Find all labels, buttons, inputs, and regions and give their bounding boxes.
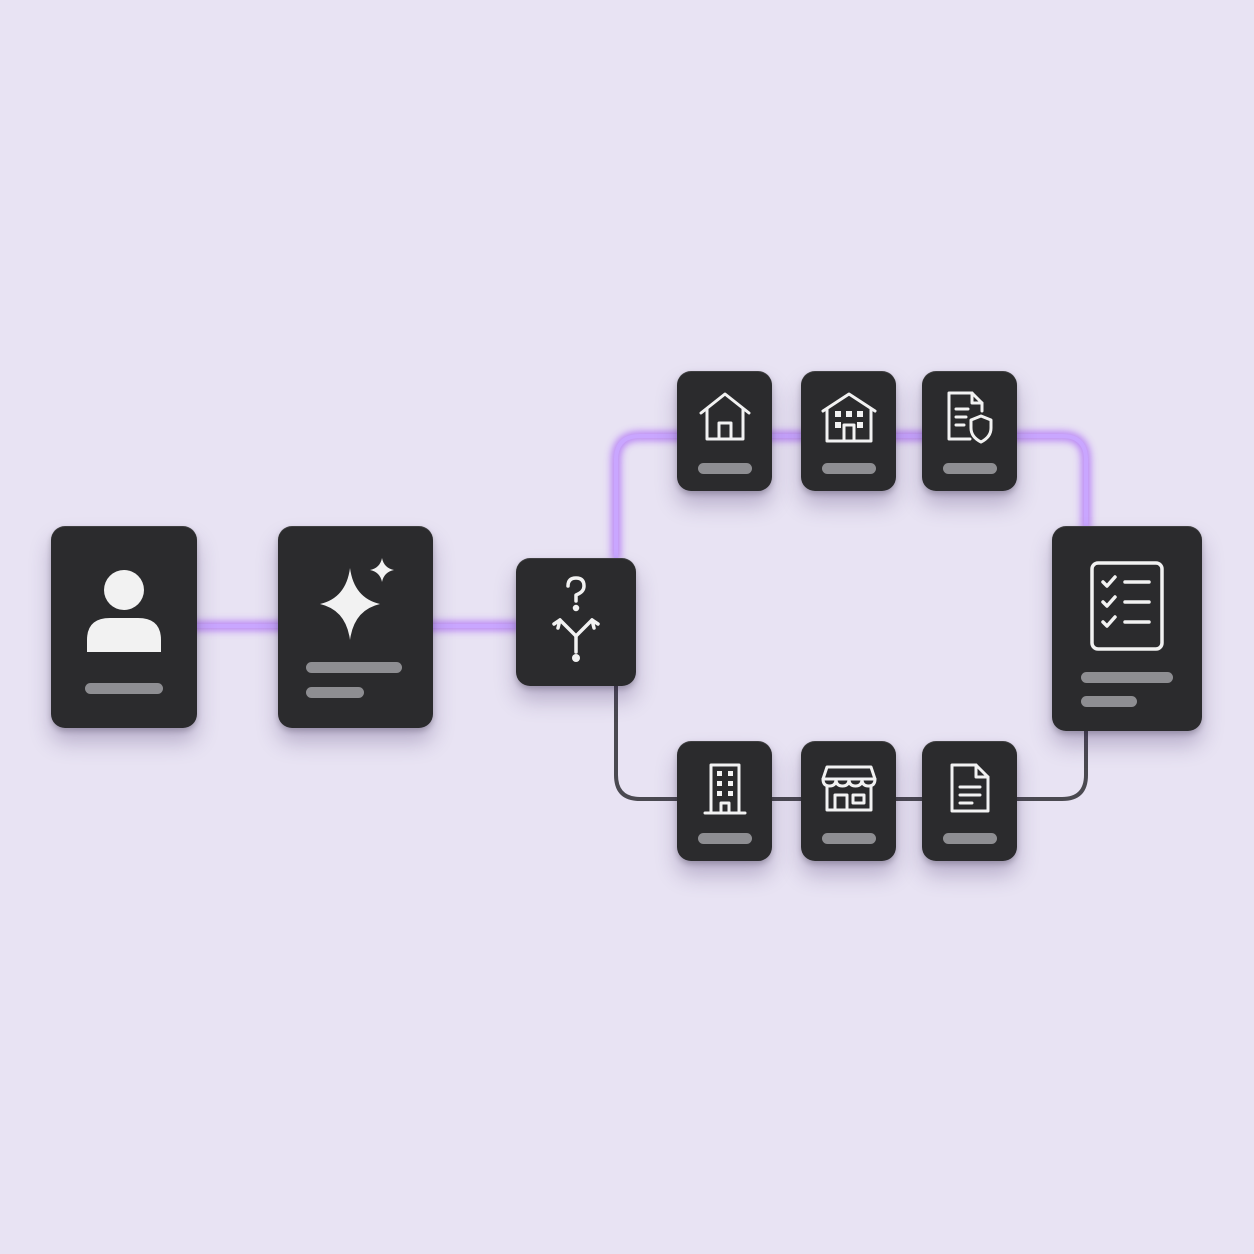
label-placeholder [943, 463, 997, 474]
label-placeholder [1081, 696, 1137, 707]
checklist-icon [1090, 561, 1164, 651]
label-placeholder [822, 833, 876, 844]
store-card[interactable] [801, 741, 896, 861]
label-placeholder [306, 662, 402, 673]
label-placeholder [1081, 672, 1173, 683]
ai-card[interactable] [278, 526, 433, 728]
decision-card[interactable] [516, 558, 636, 686]
document-shield-icon [947, 391, 993, 444]
storefront-icon [821, 765, 877, 812]
document-card[interactable] [922, 741, 1017, 861]
question-split-icon [552, 576, 600, 662]
apartment-building-icon [821, 392, 877, 443]
insurance-document-card[interactable] [922, 371, 1017, 491]
label-placeholder [698, 463, 752, 474]
label-placeholder [943, 833, 997, 844]
house-icon [699, 392, 751, 441]
user-icon [87, 570, 161, 652]
document-icon [950, 763, 990, 813]
office-building-icon [703, 763, 747, 815]
label-placeholder [85, 683, 163, 694]
label-placeholder [822, 463, 876, 474]
user-card[interactable] [51, 526, 197, 728]
apartment-card[interactable] [801, 371, 896, 491]
office-card[interactable] [677, 741, 772, 861]
label-placeholder [306, 687, 364, 698]
sparkle-icon [320, 558, 394, 640]
label-placeholder [698, 833, 752, 844]
checklist-card[interactable] [1052, 526, 1202, 731]
home-card[interactable] [677, 371, 772, 491]
